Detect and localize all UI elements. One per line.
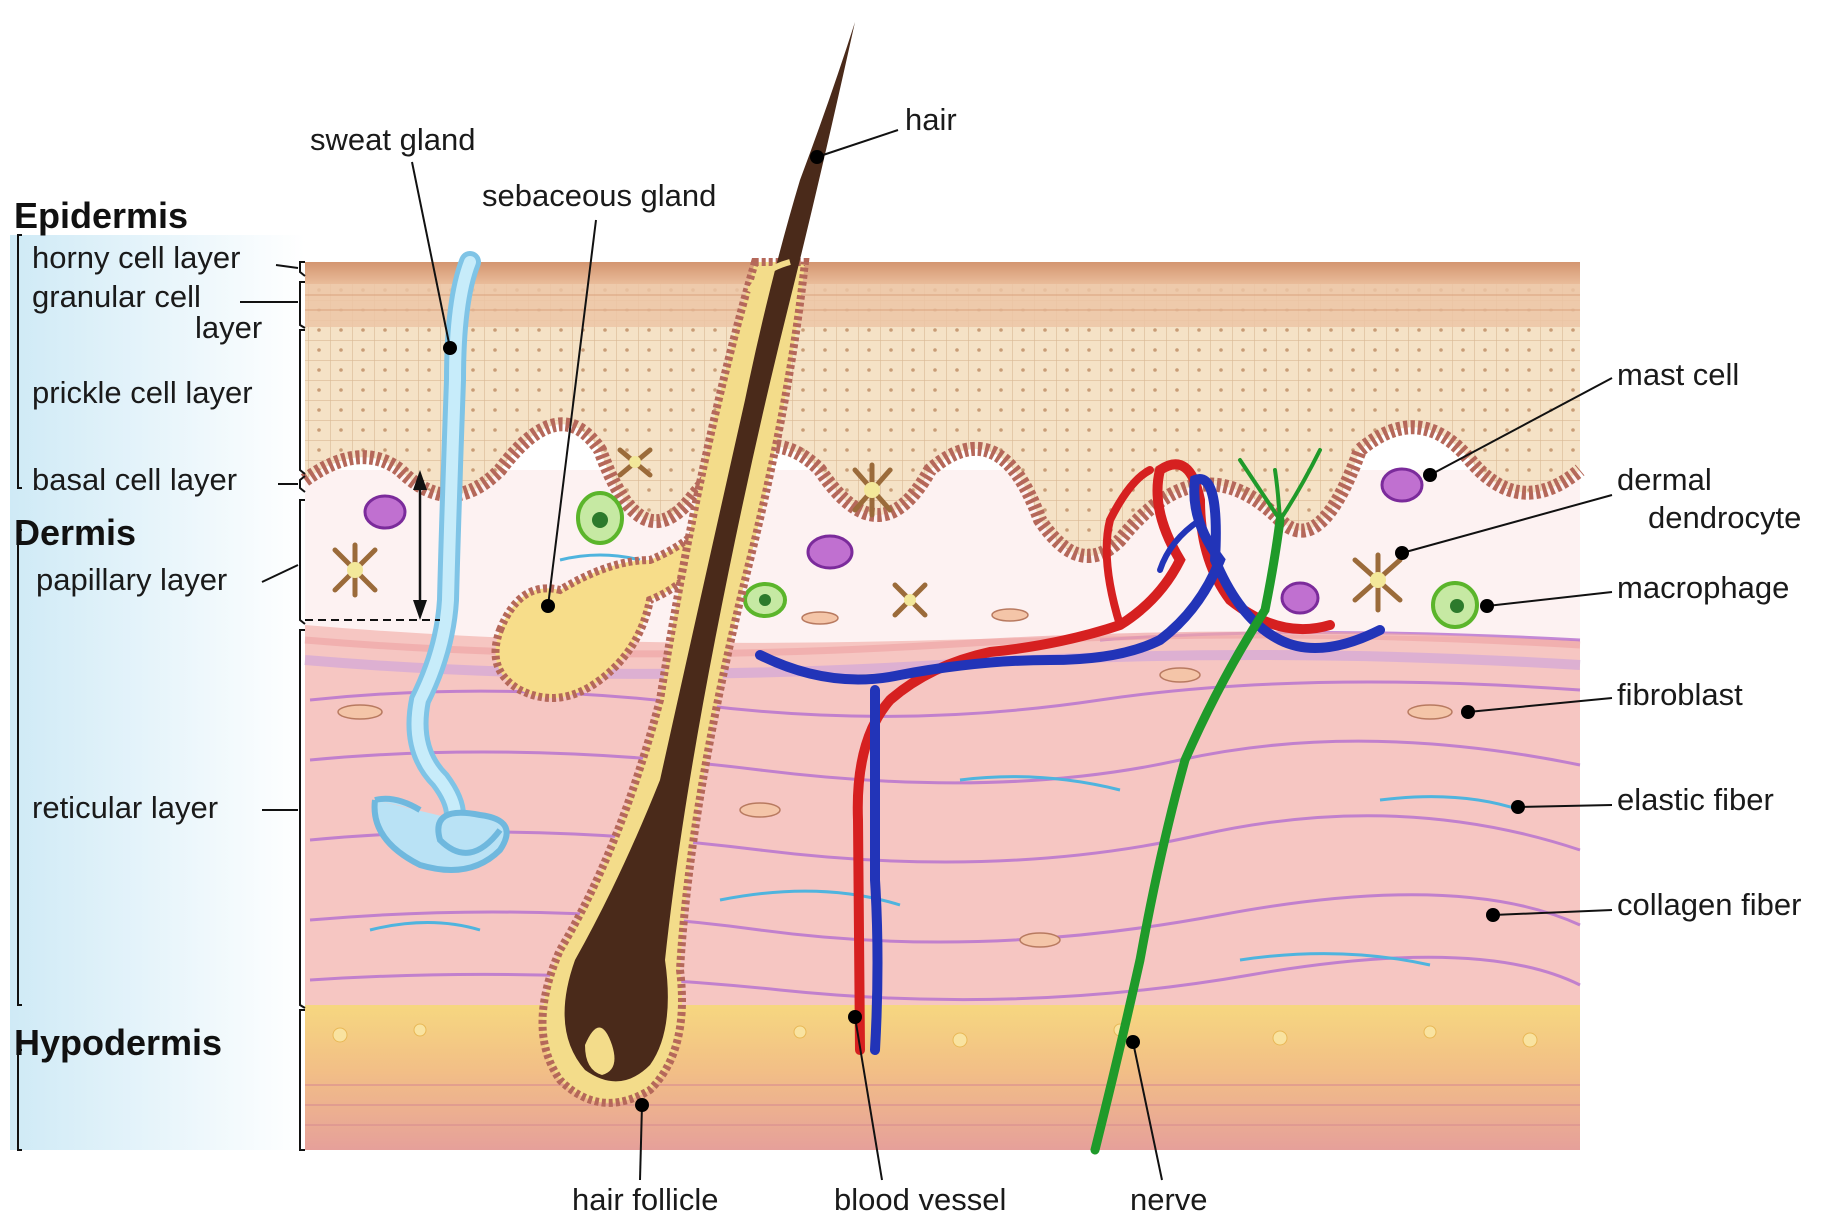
- label-collagen-fiber: collagen fiber: [1617, 887, 1801, 922]
- label-prickle-cell-layer: prickle cell layer: [32, 375, 253, 410]
- sidebar-gradient: [10, 235, 305, 1150]
- label-basal-cell-layer: basal cell layer: [32, 462, 237, 497]
- label-blood-vessel: blood vessel: [834, 1182, 1006, 1217]
- pointer-mast-cell: [1423, 468, 1437, 482]
- pointer-elastic-fiber: [1511, 800, 1525, 814]
- label-hair-follicle: hair follicle: [572, 1182, 718, 1217]
- hypodermis-region: [305, 1005, 1580, 1150]
- label-elastic-fiber: elastic fiber: [1617, 782, 1774, 817]
- pointer-macrophage: [1480, 599, 1494, 613]
- granular-cell-layer: [305, 282, 1580, 327]
- label-papillary-layer: papillary layer: [36, 562, 227, 597]
- pointer-hair: [810, 150, 824, 164]
- label-granular-cell-2: layer: [195, 310, 262, 345]
- section-epidermis: Epidermis: [14, 195, 188, 236]
- pointer-blood-vessel: [848, 1010, 862, 1024]
- horny-cell-layer: [305, 262, 1580, 284]
- label-macrophage: macrophage: [1617, 570, 1789, 605]
- pointer-hair-follicle: [635, 1098, 649, 1112]
- label-mast-cell: mast cell: [1617, 357, 1739, 392]
- label-sebaceous-gland: sebaceous gland: [482, 178, 716, 213]
- label-reticular-layer: reticular layer: [32, 790, 218, 825]
- label-nerve: nerve: [1130, 1182, 1208, 1217]
- section-hypodermis: Hypodermis: [14, 1022, 222, 1063]
- pointer-fibroblast: [1461, 705, 1475, 719]
- label-sweat-gland: sweat gland: [310, 122, 475, 157]
- label-dermal-dendrocyte-2: dendrocyte: [1648, 500, 1801, 535]
- pointer-sebaceous-gland: [541, 599, 555, 613]
- label-fibroblast: fibroblast: [1617, 677, 1743, 712]
- label-granular-cell-1: granular cell: [32, 279, 201, 314]
- label-hair: hair: [905, 102, 957, 137]
- pointer-nerve: [1126, 1035, 1140, 1049]
- pointer-sweat-gland: [443, 341, 457, 355]
- pointer-collagen-fiber: [1486, 908, 1500, 922]
- label-horny-cell-layer: horny cell layer: [32, 240, 240, 275]
- section-dermis: Dermis: [14, 512, 136, 553]
- label-dermal-dendrocyte-1: dermal: [1617, 462, 1712, 497]
- pointer-dermal-dendrocyte: [1395, 546, 1409, 560]
